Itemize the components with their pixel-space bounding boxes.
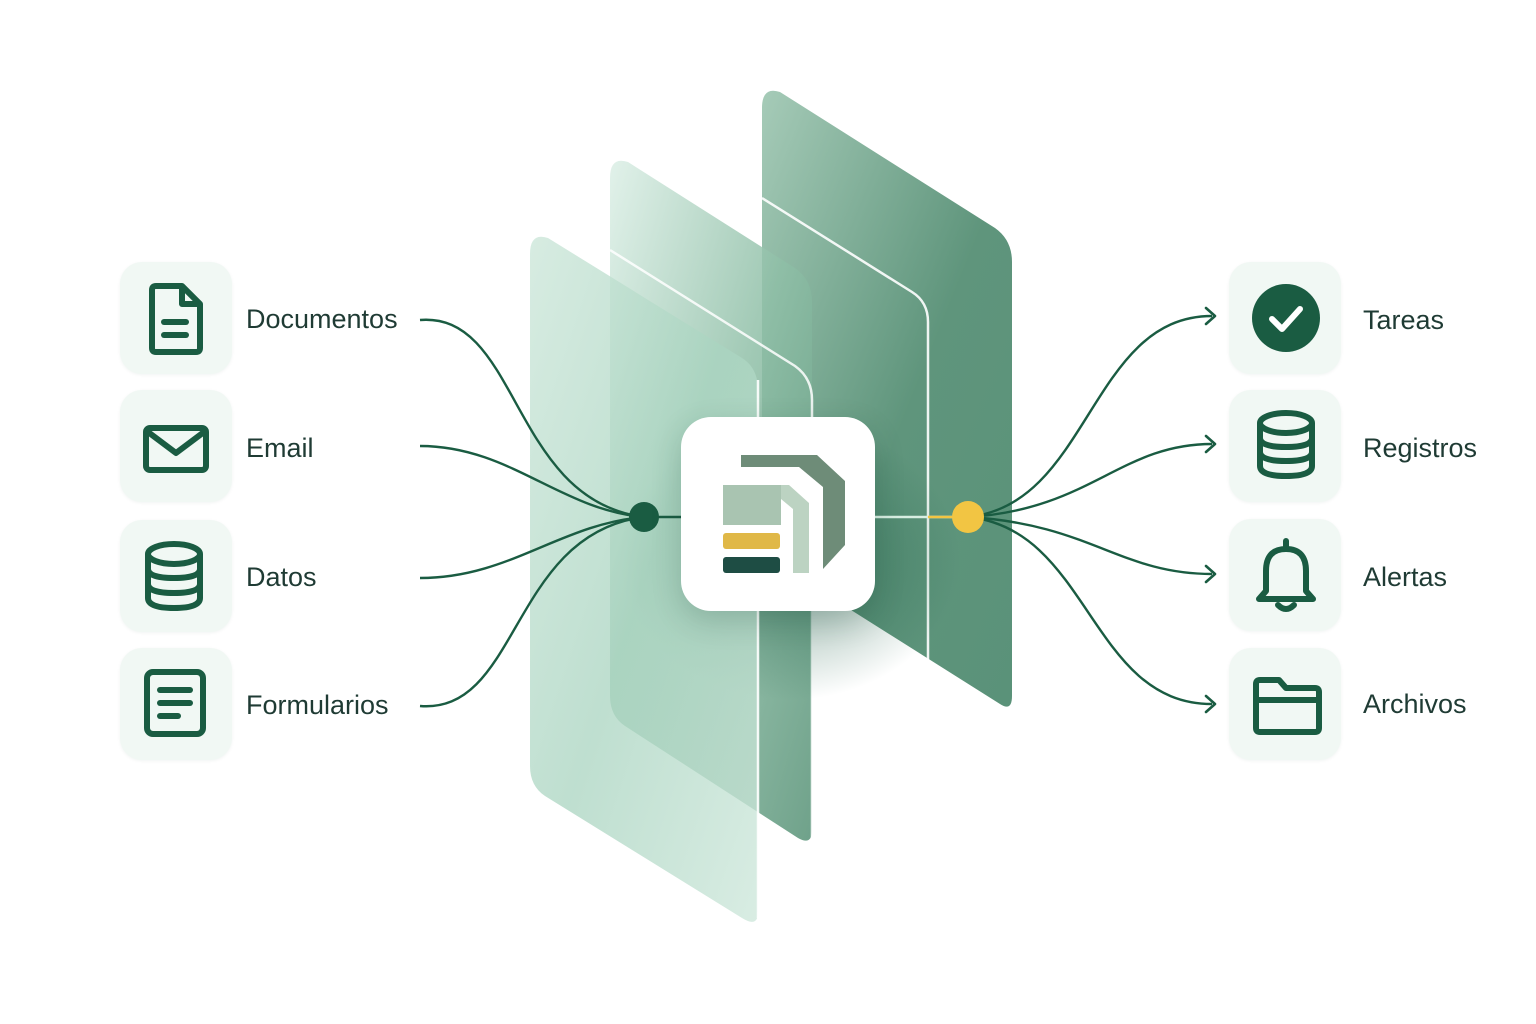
- back-panel-edge: [761, 196, 930, 780]
- connector-datos: [419, 515, 645, 580]
- logo-dark-bar: [723, 557, 780, 573]
- output-connectors: [967, 314, 1213, 706]
- output-label-registros: Registros: [1363, 433, 1478, 463]
- front-panel: [530, 236, 758, 922]
- output-arrowheads: [1204, 306, 1217, 714]
- connector-documentos: [419, 318, 645, 519]
- output-tile-registros: [1229, 390, 1341, 502]
- database-icon: [145, 541, 203, 612]
- output-label-alertas: Alertas: [1363, 562, 1448, 592]
- folder-icon: [1253, 677, 1322, 735]
- input-label-email: Email: [246, 433, 314, 463]
- arrowhead-registros: [1204, 434, 1217, 454]
- output-tile-tareas: [1229, 262, 1341, 374]
- middle-panel-edge: [609, 248, 814, 844]
- input-tile-formularios: [120, 648, 232, 760]
- input-label-documentos: Documentos: [246, 304, 398, 334]
- input-label-formularios: Formularios: [246, 690, 389, 720]
- input-tile-datos: [120, 520, 232, 632]
- layered-logo-icon: [723, 455, 845, 573]
- connector-formularios: [419, 515, 645, 708]
- input-node: [629, 502, 659, 532]
- logo-gold-bar: [723, 533, 780, 549]
- envelope-icon: [143, 425, 209, 473]
- check-circle-icon: [1252, 284, 1320, 352]
- arrowhead-alertas: [1204, 564, 1217, 584]
- output-tile-archivos: [1229, 648, 1341, 760]
- arrowhead-archivos: [1204, 694, 1217, 714]
- output-tile-alertas: [1229, 519, 1341, 631]
- output-node: [952, 501, 984, 533]
- connector-tareas: [967, 314, 1213, 519]
- database-icon: [1257, 410, 1315, 480]
- connector-alertas: [967, 515, 1213, 576]
- connector-registros: [967, 442, 1213, 519]
- arrowhead-tareas: [1204, 306, 1217, 326]
- logo-back-layer: [741, 455, 845, 569]
- input-connectors: [419, 318, 645, 708]
- form-icon: [144, 669, 206, 737]
- document-icon: [149, 283, 203, 355]
- input-label-datos: Datos: [246, 562, 317, 592]
- output-label-tareas: Tareas: [1363, 305, 1445, 335]
- connector-archivos: [967, 515, 1213, 706]
- hub-card: [681, 417, 875, 611]
- bell-icon: [1256, 538, 1316, 612]
- logo-front-layer: [723, 485, 781, 525]
- input-tile-email: [120, 390, 232, 502]
- connector-email: [419, 444, 645, 519]
- output-label-archivos: Archivos: [1363, 689, 1467, 719]
- input-tile-documentos: [120, 262, 232, 374]
